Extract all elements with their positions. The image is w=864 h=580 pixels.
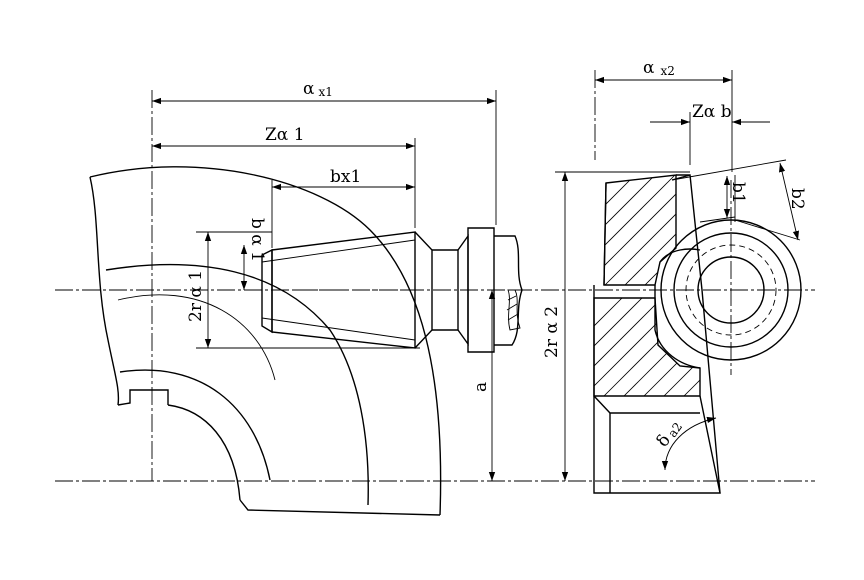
label-delta-a2: δa2	[653, 416, 685, 450]
label-a: a	[471, 382, 491, 392]
label-b1: b1	[728, 182, 748, 204]
label-b-alpha-1: b α 1	[247, 218, 267, 262]
center-lines	[55, 70, 815, 482]
label-bx1: bx1	[330, 167, 361, 187]
label-z-alpha-1: Zα 1	[265, 125, 305, 145]
label-2r-alpha-2: 2r α 2	[542, 306, 562, 358]
label-2r-alpha-1: 2r α 1	[186, 270, 206, 322]
label-z-alpha-b: Zα b	[692, 102, 732, 122]
left-gear-body	[89, 166, 442, 516]
label-b2: b2	[787, 188, 807, 210]
right-gear-section	[593, 159, 802, 494]
dimension-lines	[152, 70, 800, 481]
